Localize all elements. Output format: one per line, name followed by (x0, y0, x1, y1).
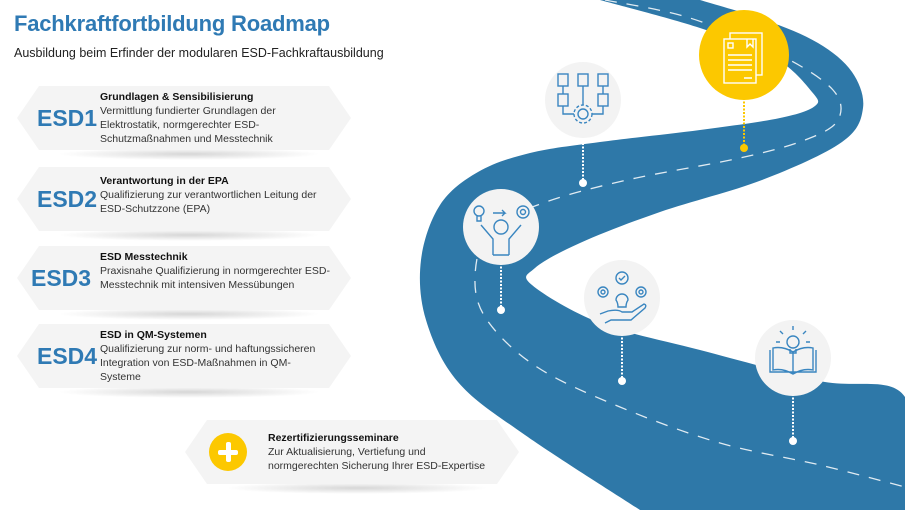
page-subtitle: Ausbildung beim Erfinder der modularen E… (14, 46, 384, 60)
certificate-icon (723, 32, 763, 84)
milestone-1[interactable] (755, 320, 831, 445)
module-title: ESD Messtechnik (100, 251, 188, 263)
person-idea-gear-icon (473, 205, 530, 256)
milestone-circle (584, 260, 660, 336)
module-code: ESD2 (37, 186, 98, 212)
card-shadow (225, 482, 489, 494)
module-code: ESD1 (37, 105, 98, 131)
card-shadow (57, 229, 321, 241)
module-title: Grundlagen & Sensibilisierung (100, 91, 254, 103)
card-shadow (57, 148, 321, 160)
milestone-3[interactable] (463, 189, 539, 314)
card-shadow (57, 308, 321, 320)
module-card-esd2[interactable]: ESD2 Verantwortung in der EPA Qualifizier… (17, 167, 351, 241)
module-description: Praxisnahe Qualifizierung in normgerecht… (100, 265, 330, 291)
module-title: Verantwortung in der EPA (100, 175, 229, 187)
road-center-line (474, 0, 905, 488)
milestone-4[interactable] (545, 62, 621, 187)
milestone-dot (497, 306, 505, 314)
milestone-dot (740, 144, 748, 152)
milestone-dot (789, 437, 797, 445)
hand-lightbulb-gears-icon (597, 271, 647, 324)
module-code: ESD4 (37, 343, 98, 369)
card-background (17, 167, 351, 231)
page-title: Fachkraftfortbildung Roadmap (14, 11, 330, 36)
recert-title: Rezertifizierungsseminare (268, 432, 399, 444)
module-description: Qualifizierung zur verantwortlichen Leit… (100, 189, 317, 215)
documents-gear-icon (557, 73, 609, 124)
card-background (17, 246, 351, 310)
recert-description: Zur Aktualisierung, Vertiefung und normg… (268, 446, 486, 472)
card-background (17, 86, 351, 150)
milestone-5[interactable] (699, 10, 789, 152)
milestone-dot (618, 377, 626, 385)
module-description: Vermittlung fundierter Grundlagen der El… (100, 105, 276, 145)
milestone-circle (463, 189, 539, 265)
milestone-2[interactable] (584, 260, 660, 385)
milestone-dot (579, 179, 587, 187)
module-description: Qualifizierung zur norm- und haftungssic… (100, 343, 316, 383)
module-code: ESD3 (31, 265, 92, 291)
book-lightbulb-icon (769, 326, 817, 375)
card-background (17, 324, 351, 388)
module-title: ESD in QM-Systemen (100, 329, 207, 341)
plus-icon (209, 433, 247, 471)
card-shadow (57, 386, 321, 398)
